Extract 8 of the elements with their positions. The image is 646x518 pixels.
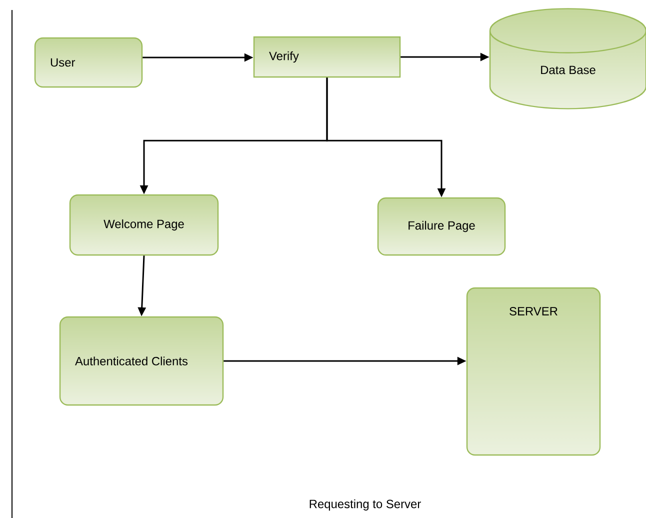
server-box: SERVER: [466, 287, 601, 456]
process-box: Welcome Page: [69, 194, 219, 256]
process-box: Authenticated Clients: [59, 316, 224, 406]
process-box: Failure Page: [377, 197, 506, 256]
database-cylinder: Data Base: [489, 8, 646, 110]
process-box: User: [34, 37, 143, 88]
process-box: Verify: [253, 36, 401, 78]
caption: Requesting to Server: [310, 499, 421, 511]
